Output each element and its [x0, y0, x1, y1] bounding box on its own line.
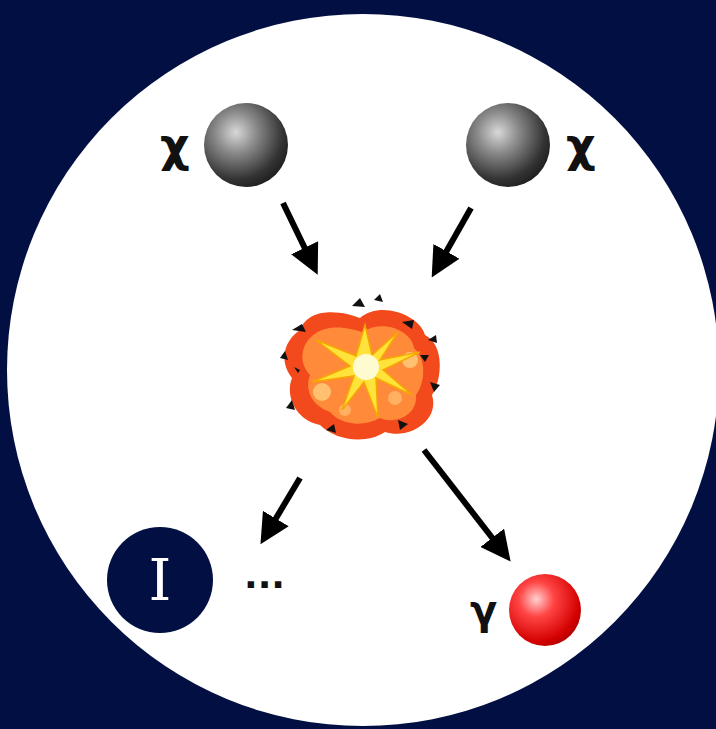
particle-symbol: γ [470, 590, 497, 630]
dark-matter-particle: χ [464, 100, 596, 190]
particle-symbol: χ [160, 122, 190, 168]
dark-matter-particle: χ [160, 100, 290, 190]
white-disc [7, 14, 716, 726]
photon-particle: γ [470, 572, 583, 648]
sphere-shape [507, 572, 583, 648]
arrows [266, 203, 504, 553]
particle-symbol: χ [566, 122, 596, 168]
sphere-shape [464, 101, 552, 189]
unknown-products-circle: I [107, 527, 213, 633]
particle-symbol: I [149, 551, 172, 609]
ellipsis-label: ... [244, 558, 285, 594]
annihilation-burst [280, 294, 440, 439]
sphere-shape [202, 101, 290, 189]
